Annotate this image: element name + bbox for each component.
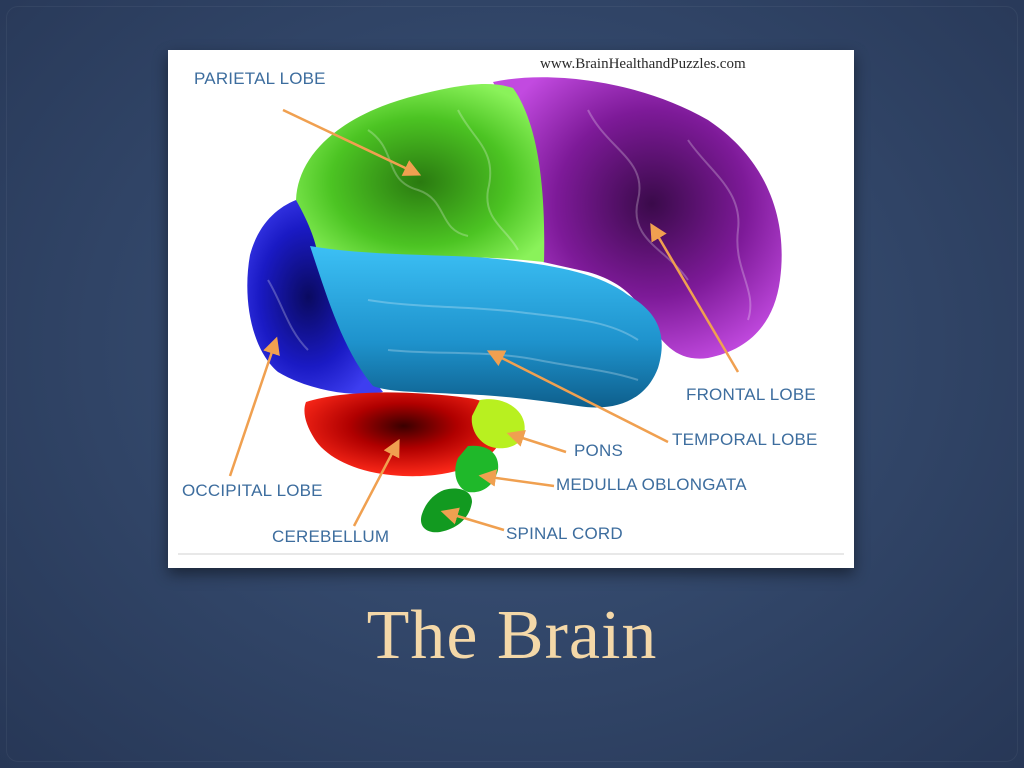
brain-diagram-svg: www.BrainHealthandPuzzles.com — [178, 56, 844, 555]
arrow-occipital — [228, 336, 280, 477]
brain-diagram-image: www.BrainHealthandPuzzles.com — [168, 50, 854, 568]
slide-title: The Brain — [366, 597, 658, 674]
label-cerebellum: CEREBELLUM — [272, 527, 389, 546]
label-occipital-lobe: OCCIPITAL LOBE — [182, 481, 323, 500]
temporal-lobe — [310, 246, 662, 408]
gyri-texture — [267, 109, 752, 381]
slide-frame — [6, 6, 1018, 762]
label-arrows — [228, 108, 740, 532]
label-frontal-lobe: FRONTAL LOBE — [686, 385, 816, 404]
arrow-pons — [506, 429, 567, 454]
spinal-cord — [420, 488, 472, 533]
watermark-text: www.BrainHealthandPuzzles.com — [540, 56, 746, 72]
label-pons: PONS — [574, 441, 623, 460]
label-temporal-lobe: TEMPORAL LOBE — [672, 430, 818, 449]
cerebellum — [304, 392, 503, 477]
label-parietal-lobe: PARIETAL LOBE — [194, 69, 326, 88]
frontal-lobe — [493, 77, 782, 359]
arrow-parietal — [282, 108, 422, 176]
arrow-cerebellum — [352, 438, 400, 527]
arrow-frontal — [650, 222, 740, 373]
arrow-spinal — [440, 507, 505, 532]
arrow-temporal — [486, 350, 669, 444]
label-medulla-oblongata: MEDULLA OBLONGATA — [556, 475, 747, 494]
label-spinal-cord: SPINAL CORD — [506, 524, 623, 543]
arrow-medulla — [478, 469, 555, 488]
